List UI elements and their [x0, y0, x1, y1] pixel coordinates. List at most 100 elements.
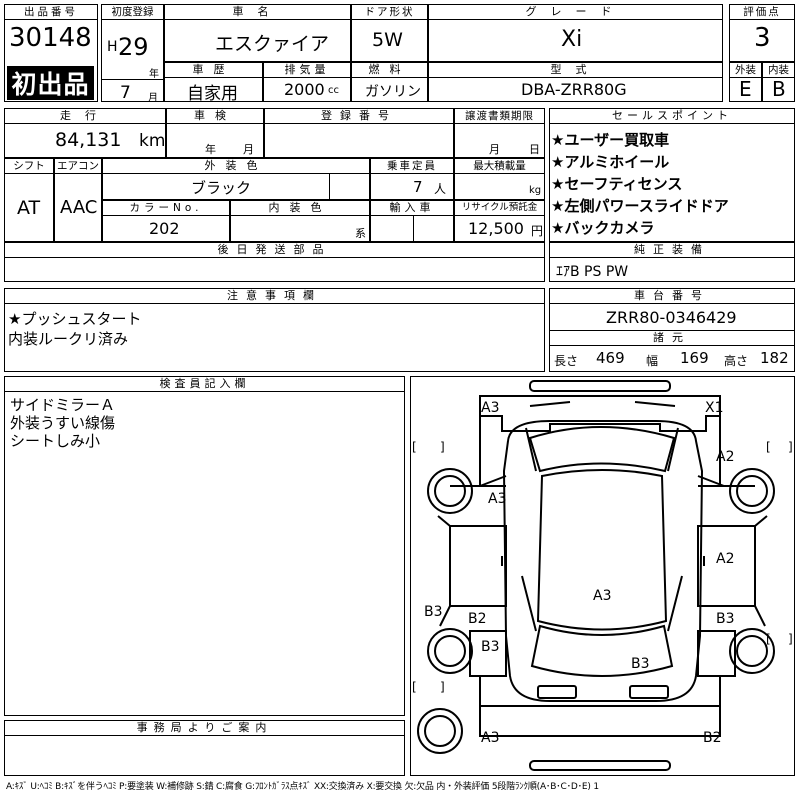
exterior-grade: E [739, 77, 752, 101]
notes-box: 注意事項欄 [4, 288, 545, 372]
color-no-label: カラーNo. [103, 201, 229, 216]
transfer-box: 譲渡書類期限 月 日 [454, 108, 545, 158]
score-box: 評価点 3 [729, 4, 795, 62]
chassis-label: 車台番号 [550, 289, 794, 304]
recycle-label: リサイクル預託金 [455, 201, 544, 216]
width: 169 [680, 349, 709, 367]
color-box: 外装色 ブラック [102, 158, 370, 200]
car-diagram-drawing [417, 380, 775, 771]
displacement-label: 排気量 [264, 63, 350, 78]
damage-roof: A3 [593, 588, 612, 604]
damage-rear-hatch: B3 [631, 656, 650, 672]
first-reg-label: 初度登録 [102, 5, 163, 20]
mileage-unit: km [139, 131, 166, 151]
inspection-box: 車検 年 月 [166, 108, 264, 158]
car-diagram [410, 376, 795, 776]
first-listing-badge: 初出品 [7, 66, 94, 100]
capacity-label: 乗車定員 [371, 159, 453, 174]
bracket-right-open: [ [766, 440, 771, 454]
fuel: ガソリン [365, 84, 421, 100]
damage-rear-right: B2 [703, 730, 722, 746]
bracket-right-rear-close: ] [788, 632, 793, 646]
bracket-left-rear-close: ] [440, 680, 445, 694]
displacement-unit: cc [328, 85, 339, 96]
transfer-month-unit: 月 [489, 143, 500, 156]
sales-point: ★アルミホイール [551, 153, 670, 171]
bracket-left-rear-open: [ [412, 680, 417, 694]
score: 3 [754, 23, 771, 53]
equipment-label: 純正装備 [550, 243, 794, 258]
sales-point: ★バックカメラ [551, 219, 655, 237]
legend: A:ｷｽﾞ U:ﾍｺﾐ B:ｷｽﾞを伴うﾍｺﾐ P:要塗装 W:補修跡 S:錆 … [6, 782, 599, 792]
reg-no-label: 登録番号 [265, 109, 453, 124]
inspector-box: 検査員記入欄 [4, 376, 405, 716]
history: 自家用 [187, 84, 238, 102]
bracket-right-rear-open: [ [766, 632, 771, 646]
mileage-box: 走行 84,131 km [4, 108, 166, 158]
note-line: 内装ルークリ済み [8, 330, 129, 348]
color-label: 外装色 [103, 159, 369, 174]
height: 182 [760, 349, 789, 367]
grade: Xi [561, 27, 583, 52]
height-label: 高さ [724, 354, 749, 368]
color-no-box: カラーNo. 202 [102, 200, 230, 242]
door-box: ドア形状 5W [351, 4, 428, 62]
capacity: 7 [413, 178, 423, 196]
color-no: 202 [149, 219, 180, 238]
month-unit: 月 [148, 93, 158, 102]
damage-hood: A3 [488, 491, 507, 507]
damage-right-front-door: A2 [716, 551, 735, 567]
spec-label: 諸元 [550, 330, 794, 346]
sales-points-label: セールスポイント [550, 109, 794, 124]
load-label: 最大積載量 [455, 159, 544, 174]
reg-month: 7 [120, 83, 131, 102]
color: ブラック [191, 179, 252, 197]
door-label: ドア形状 [352, 5, 427, 20]
width-label: 幅 [646, 354, 659, 368]
reg-year: 29 [118, 33, 149, 61]
load-box: 最大積載量 kg [454, 158, 545, 200]
year-unit: 年 [149, 69, 159, 80]
bracket-right-close: ] [788, 440, 793, 454]
import-box: 輸入車 [370, 200, 454, 242]
interior-grade: B [772, 77, 786, 101]
import-divider [413, 216, 414, 241]
history-label: 車歴 [165, 63, 262, 78]
lot-label: 出品番号 [5, 5, 97, 20]
shift: AT [17, 197, 41, 219]
int-color-unit: 系 [355, 227, 366, 240]
car-name-label: 車名 [165, 5, 350, 20]
door-type: 5W [372, 29, 403, 51]
shift-box: シフト AT [4, 158, 54, 242]
capacity-unit: 人 [434, 182, 447, 196]
mileage-label: 走行 [5, 109, 165, 124]
recycle-box: リサイクル預託金 12,500 円 [454, 200, 545, 242]
chassis-box: 車台番号 ZRR80-0346429 諸元 長さ 469 幅 169 高さ 18… [549, 288, 795, 372]
equipment-box: 純正装備 ｴｱB PS PW [549, 242, 795, 282]
car-name: エスクァイア [215, 33, 330, 55]
grade-box: グレード Xi [428, 4, 723, 62]
damage-right-front-fender: A2 [716, 449, 735, 465]
history-box: 車歴 自家用 [164, 62, 263, 102]
notes-label: 注意事項欄 [5, 289, 544, 304]
damage-left-quarter: B3 [481, 639, 500, 655]
model: DBA-ZRR80G [521, 80, 627, 99]
damage-right-rocker: B3 [716, 611, 735, 627]
sales-point: ★セーフティセンス [551, 175, 683, 193]
damage-front-right: X1 [705, 400, 724, 416]
model-box: 型式 DBA-ZRR80G [428, 62, 723, 102]
bracket-left-close: ] [440, 440, 445, 454]
shift-label: シフト [5, 159, 53, 174]
inspector-line: 外装うすい線傷 [10, 414, 116, 432]
fuel-box: 燃料 ガソリン [351, 62, 428, 102]
first-reg-box: 初度登録 H 29 年 7 月 [101, 4, 164, 102]
recycle-unit: 円 [531, 224, 544, 238]
capacity-box: 乗車定員 7 人 [370, 158, 454, 200]
inspector-notes: サイドミラーＡ 外装うすい線傷 シートしみ小 [10, 396, 115, 450]
mileage: 84,131 [55, 129, 122, 151]
displacement-box: 排気量 2000 cc [263, 62, 351, 102]
aircon-box: エアコン AAC [54, 158, 102, 242]
displacement: 2000 [284, 80, 325, 99]
lot-number: 30148 [9, 23, 92, 53]
int-color-label: 内装色 [231, 201, 369, 216]
